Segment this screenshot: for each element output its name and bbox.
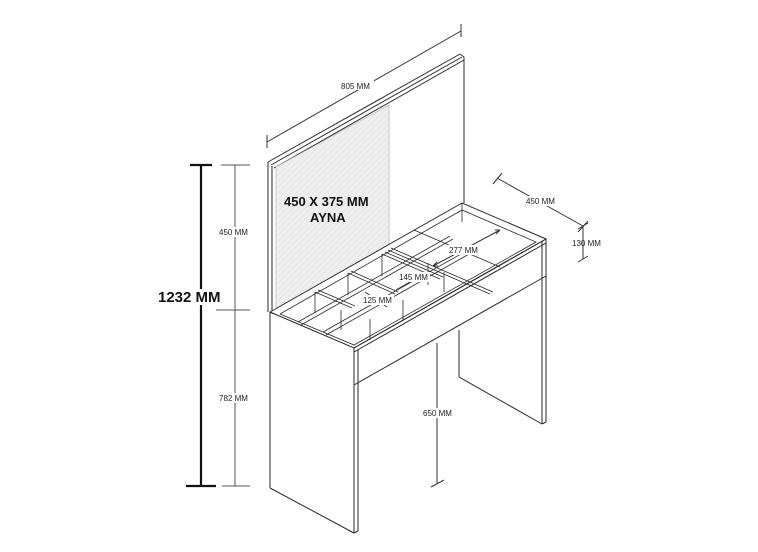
dimension-compartment-small: 125 MM <box>362 291 394 308</box>
compartment-small-label: 125 MM <box>363 296 392 305</box>
left-side-panel <box>269 312 359 534</box>
compartment-large-label: 277 MM <box>449 246 478 255</box>
depth-label: 450 MM <box>526 197 555 206</box>
leg-clearance-label: 650 MM <box>423 409 452 418</box>
width-label: 805 MM <box>341 82 370 91</box>
dimension-compartment-large: 277 MM <box>432 229 501 267</box>
dimension-panel-height: 450 MM <box>216 164 250 311</box>
panel-height-label: 450 MM <box>219 228 248 237</box>
dimension-width: 805 MM <box>266 24 462 148</box>
dimension-leg-clearance: 650 MM <box>422 343 454 488</box>
mirror-name-label: AYNA <box>310 210 346 225</box>
dimension-compartment-medium: 145 MM <box>395 271 430 291</box>
mirror-label: 450 X 375 MM AYNA <box>284 194 369 225</box>
dimension-desk-height: 782 MM <box>218 310 250 487</box>
dimension-total-height: 1232 MM <box>158 163 221 488</box>
dimension-drawer-height: 130 MM <box>572 222 601 263</box>
mirror-size-label: 450 X 375 MM <box>284 194 369 209</box>
desk-height-label: 782 MM <box>219 394 248 403</box>
drawer-height-label: 130 MM <box>572 239 601 248</box>
right-side-panel <box>458 239 547 425</box>
total-height-label: 1232 MM <box>158 289 221 306</box>
compartment-medium-label: 145 MM <box>399 273 428 282</box>
drawer-front <box>353 275 547 386</box>
